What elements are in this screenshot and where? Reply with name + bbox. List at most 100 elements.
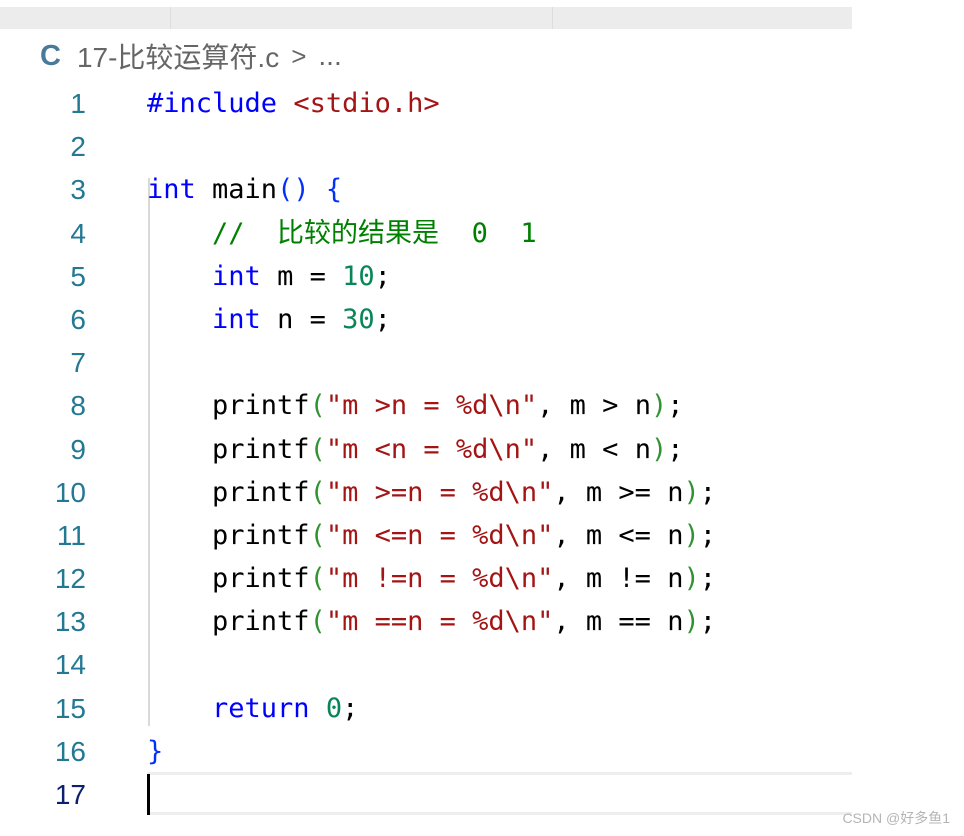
line-number: 7 [70,347,86,379]
code-token-keyword: int [147,174,196,206]
code-token-string: "m ==n = %d\n" [325,606,554,638]
code-token-plain: , m > n [537,390,651,422]
code-line[interactable]: 13 printf("m ==n = %d\n", m == n); [0,600,852,643]
line-number: 4 [70,217,86,249]
code-text[interactable]: // 比较的结果是 0 1 [147,212,537,255]
tab-strip [0,7,852,29]
code-line[interactable]: 15 return 0; [0,687,852,730]
code-token-string: "m >=n = %d\n" [325,476,554,508]
code-line[interactable]: 4 // 比较的结果是 0 1 [0,212,852,255]
line-number: 5 [70,260,86,292]
code-line[interactable]: 5 int m = 10; [0,255,852,298]
code-text[interactable]: #include <stdio.h> [147,82,440,125]
code-token-keyword: int [212,303,261,335]
code-line[interactable]: 8 printf("m >n = %d\n", m > n); [0,384,852,427]
line-number: 12 [54,563,86,595]
code-token-string: "m <n = %d\n" [325,433,538,465]
code-token-plain: printf [147,519,310,551]
code-line[interactable]: 7 [0,341,852,384]
code-text[interactable]: printf("m ==n = %d\n", m == n); [147,600,716,643]
code-line[interactable]: 10 printf("m >=n = %d\n", m >= n); [0,471,852,514]
line-number: 2 [70,131,86,163]
line-number: 16 [54,735,86,767]
code-line[interactable]: 1 #include <stdio.h> [0,82,852,125]
line-number: 6 [70,303,86,335]
code-token-keyword: return [212,692,310,724]
code-text[interactable]: int main() { [147,168,342,211]
line-number: 15 [54,692,86,724]
code-text[interactable]: } [147,730,163,773]
code-token-plain: printf [147,433,310,465]
code-text[interactable]: int n = 30; [147,298,391,341]
chevron-right-icon: > [291,40,307,71]
code-token-bracket2: ) [650,390,668,422]
code-token-plain: ; [667,390,684,422]
code-line[interactable]: 9 printf("m <n = %d\n", m < n); [0,428,852,471]
code-token-number: 30 [342,303,375,335]
code-token-plain: , m != n [553,563,684,595]
line-number: 10 [54,476,86,508]
code-token-plain: , m <= n [553,519,684,551]
code-line[interactable]: 2 [0,125,852,168]
code-token-plain [147,304,212,335]
line-number: 13 [54,606,86,638]
breadcrumb-file-name[interactable]: 17-比较运算符.c [76,42,280,73]
breadcrumb: C 17-比较运算符.c > ... [40,38,342,74]
code-token-bracket2: ( [309,563,326,595]
code-token-bracket2: ) [683,563,700,595]
code-token-string: "m <=n = %d\n" [325,519,554,551]
code-token-string: "m >n = %d\n" [325,390,538,422]
code-text[interactable]: printf("m <n = %d\n", m < n); [147,428,683,471]
code-token-bracket2: ( [309,476,326,508]
code-token-plain [147,218,212,249]
code-token-bracket: } [147,735,164,767]
indent-guide [148,178,150,726]
text-cursor [147,774,150,815]
code-token-plain: ; [667,433,684,465]
code-token-bracket2: ( [309,519,326,551]
code-token-bracket2: ( [309,606,326,638]
code-line[interactable]: 12 printf("m !=n = %d\n", m != n); [0,557,852,600]
code-text[interactable]: printf("m >=n = %d\n", m >= n); [147,471,716,514]
code-token-plain: ; [374,260,391,292]
code-text[interactable]: printf("m !=n = %d\n", m != n); [147,557,716,600]
code-token-plain [147,693,212,724]
code-token-plain: printf [147,606,310,638]
code-line[interactable]: 14 [0,643,852,686]
code-line[interactable]: 11 printf("m <=n = %d\n", m <= n); [0,514,852,557]
line-number: 8 [70,390,86,422]
code-line[interactable]: 16} [0,730,852,773]
line-number: 14 [54,649,86,681]
code-token-bracket2: ) [683,519,700,551]
code-token-plain: ; [699,606,716,638]
code-token-bracket2: ( [309,390,326,422]
code-text[interactable]: printf("m <=n = %d\n", m <= n); [147,514,716,557]
code-token-directive: #include [147,88,294,119]
code-token-number: 0 [325,692,343,724]
line-number: 11 [56,519,86,551]
code-text[interactable]: return 0; [147,687,358,730]
breadcrumb-more[interactable]: ... [318,40,342,71]
code-text[interactable]: printf("m >n = %d\n", m > n); [147,384,683,427]
code-token-plain: , m == n [553,606,684,638]
code-token-header: <stdio.h> [293,88,440,119]
code-token-plain: ; [699,563,716,595]
tab-divider [552,7,553,29]
code-token-plain [147,261,212,292]
code-line[interactable]: 17 [0,773,852,816]
line-number: 1 [70,88,86,119]
code-token-plain: ; [374,303,391,335]
code-text[interactable]: int m = 10; [147,255,391,298]
code-token-plain: ; [699,476,716,508]
code-token-plain: m = [260,260,343,292]
code-line[interactable]: 6 int n = 30; [0,298,852,341]
code-token-plain: printf [147,563,310,595]
current-line-highlight [147,772,852,815]
code-token-bracket2: ) [683,606,700,638]
code-token-plain: ; [699,519,716,551]
watermark: CSDN @好多鱼1 [842,810,950,826]
code-token-number: 10 [342,260,375,292]
